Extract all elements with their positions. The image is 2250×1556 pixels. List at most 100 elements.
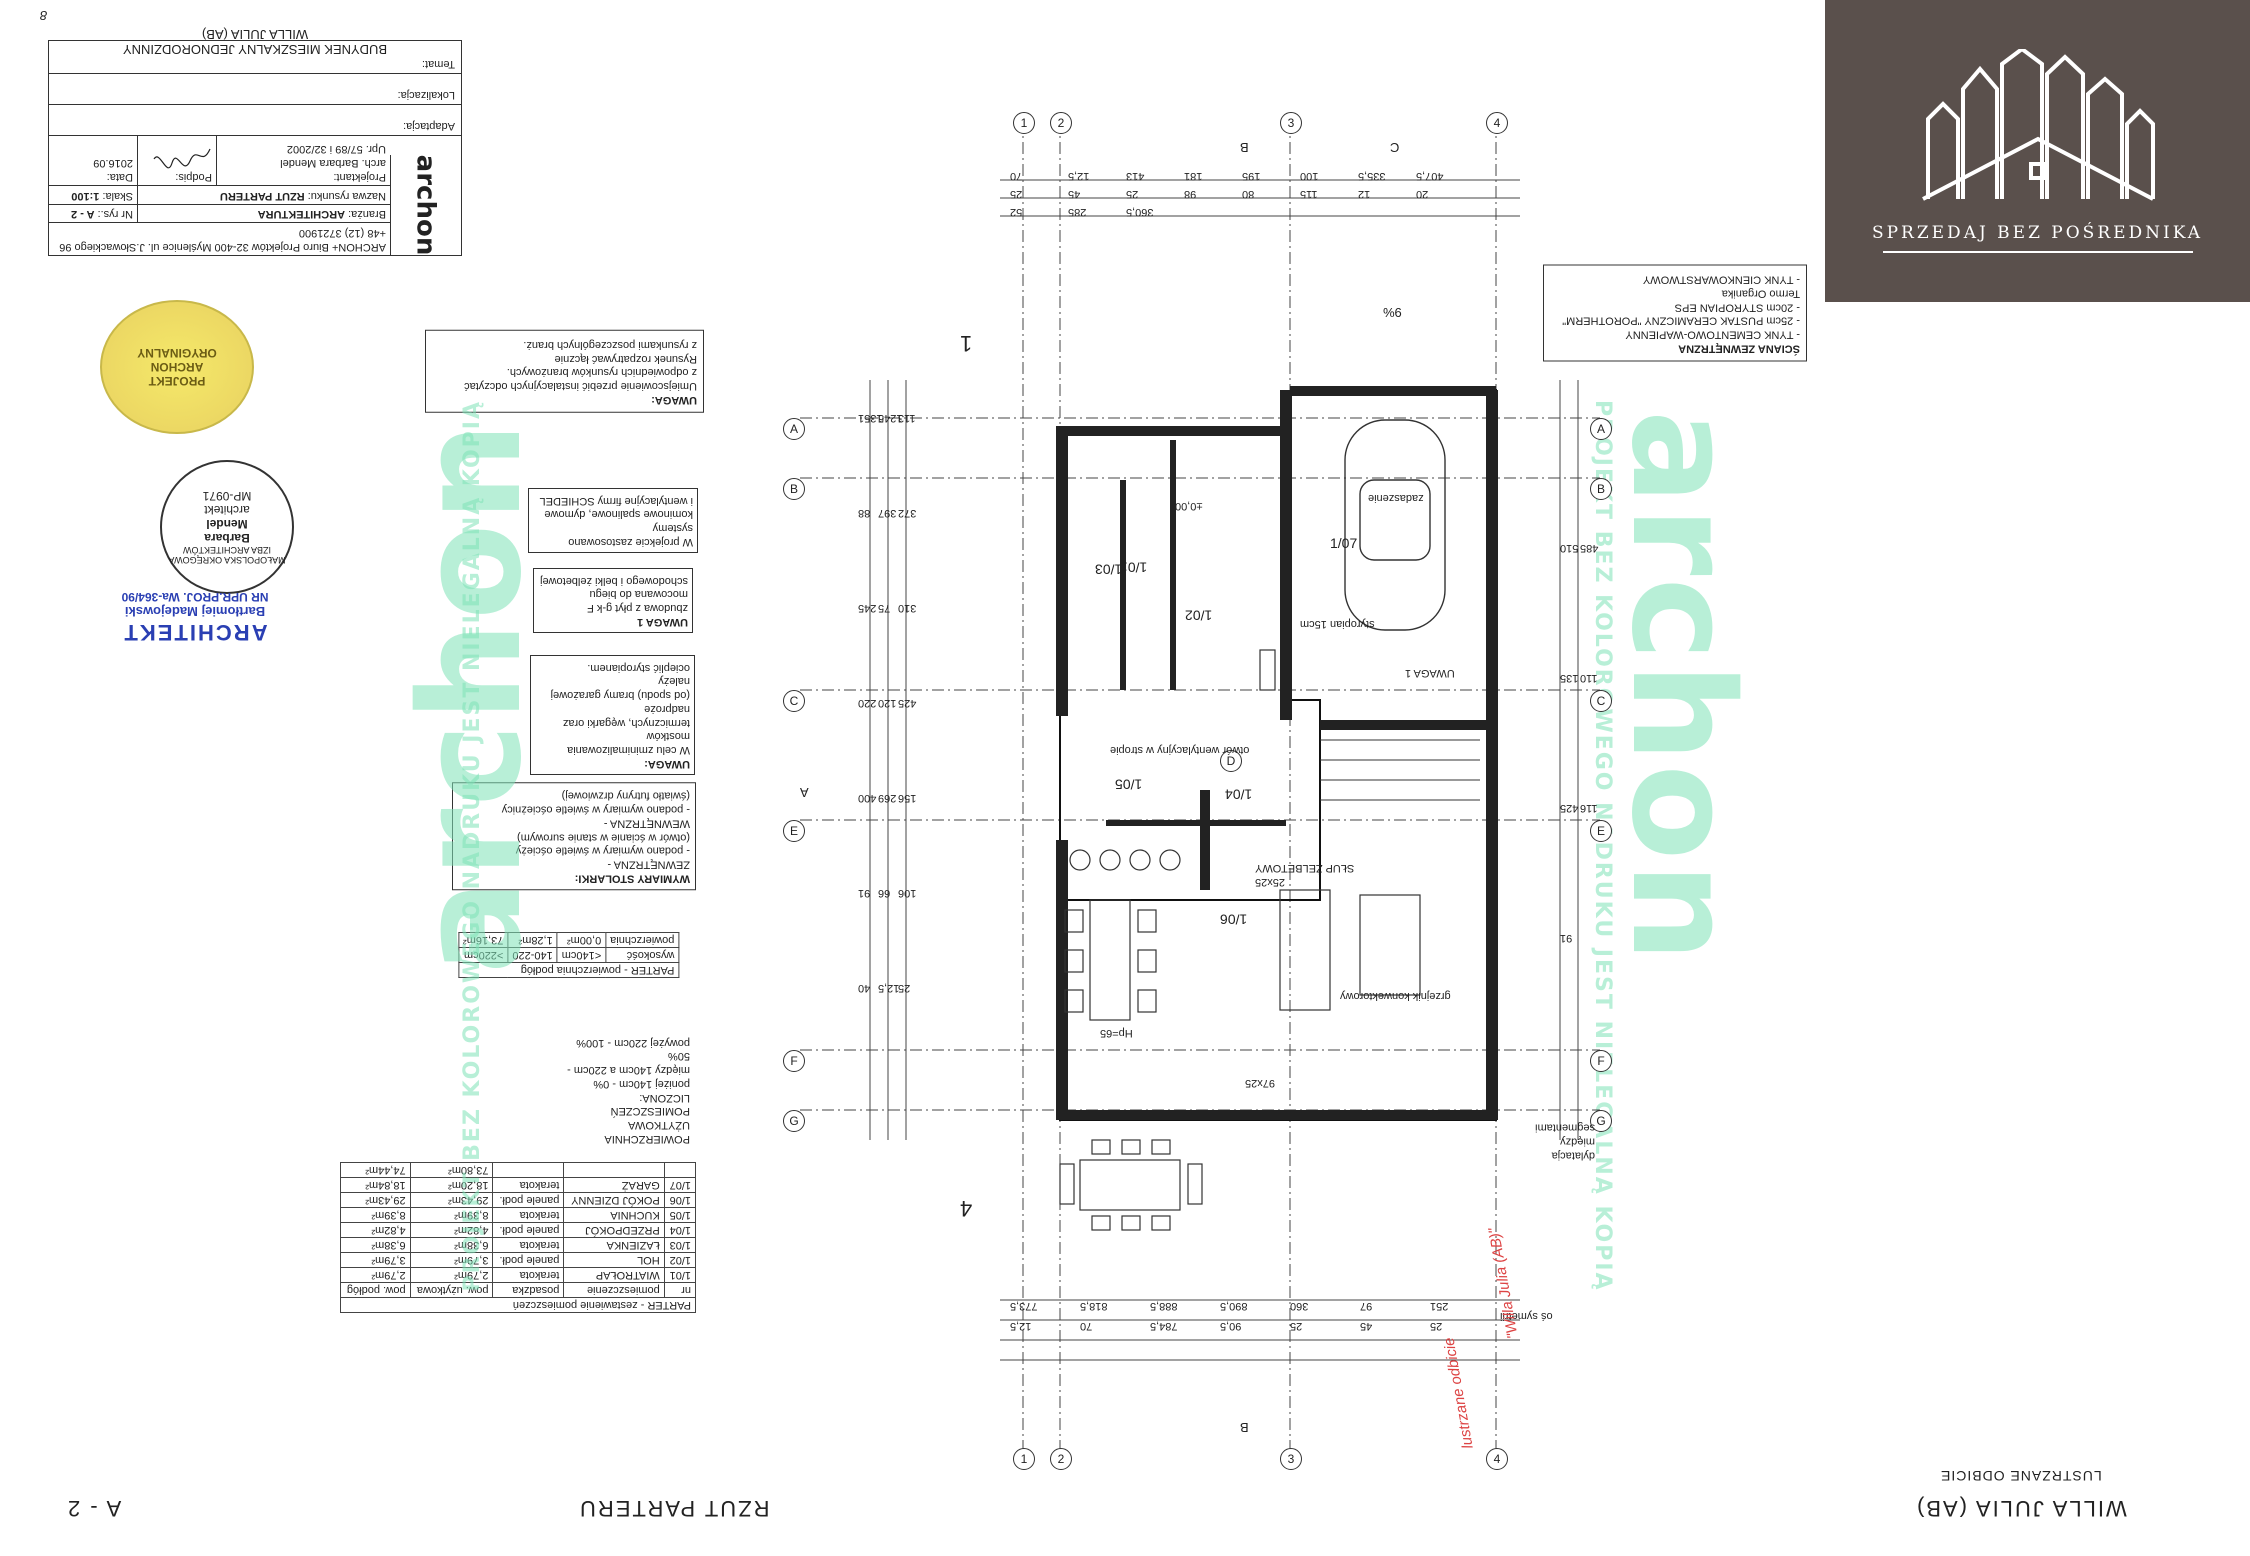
watermark-word-right: archon [1600, 410, 1763, 965]
rooms-table-cell: GARAŻ [563, 1177, 665, 1193]
plan-axis-1: 1 [960, 331, 973, 356]
dimension-label: 220 [858, 696, 877, 709]
dimension-label: 25 [1010, 187, 1023, 200]
dimension-label: 888,5 [1150, 1299, 1178, 1312]
dimension-label: 285 [1068, 205, 1087, 218]
uwaga-mostek-line: termicznych, węgarki oraz nadproże [562, 703, 690, 729]
uzytkowa-note: POWIERZCHNIA UŻYTKOWA POMIESZCZEŃ LICZON… [560, 1035, 690, 1145]
signature-icon [153, 149, 211, 169]
nr-rys-label: Nr rys.: [97, 208, 133, 221]
architect-stamp-name2: Mendel [206, 517, 248, 531]
axis-bubble-right: E [1590, 820, 1612, 842]
nr-rys-value: A - 2 [71, 208, 95, 221]
data-value: 2016.09 [93, 157, 133, 170]
footer-title: RZUT PARTERU [578, 1496, 770, 1521]
axis-bubble-left: E [783, 820, 805, 842]
terrace-table-icon [1059, 1139, 1203, 1231]
axis-bubble-bottom: 1 [1013, 1448, 1035, 1470]
original-stamp: PROJEKT ARCHON ORYGINALNY [100, 300, 254, 434]
rooms-table-cell: 3,79m² [340, 1252, 411, 1268]
schiedel-line: i wentylacyjne firmy SCHIEDEL [539, 494, 693, 507]
dimension-label: 360 [1290, 1299, 1309, 1312]
rooms-table-cell: 4,82m² [340, 1222, 411, 1238]
rooms-table-cell: 8,39m² [340, 1207, 411, 1223]
uwaga-mostek-title: UWAGA: [644, 758, 690, 770]
axis-bubble-right: F [1590, 1050, 1612, 1072]
axis-bubble-left: F [783, 1050, 805, 1072]
dimension-label: 372 [898, 506, 917, 519]
dimension-label: 110 [1580, 671, 1598, 684]
dylatacja-label: dylatacja między segmentami [1535, 1121, 1595, 1162]
uwaga-line: z odpowiednich rysunków branżowych. [506, 366, 697, 379]
dimension-label: 25 [1430, 1319, 1443, 1332]
blue-stamp: ARCHITEKT Bartłomiej Madejowski NR UPR.P… [85, 590, 305, 645]
data-label: Data: [106, 171, 133, 183]
dimension-label: 45 [1360, 1319, 1373, 1332]
dimension-label: 90,5 [1220, 1319, 1242, 1332]
dimension-label: 12,5 [1068, 169, 1090, 182]
projektant-upr: Upr. 57/89 i 32/2002 [286, 143, 386, 156]
dimension-label: 397 [878, 506, 897, 519]
rooms-header: pow. podłóg [340, 1282, 411, 1298]
watermark-line-right: PROJEKT BEZ KOLOROWEGO NADRUKU JEST NIEL… [1590, 400, 1615, 1292]
rooms-table-cell: 1/05 [664, 1207, 696, 1223]
axis-bubble-bottom: 2 [1050, 1448, 1072, 1470]
dimension-label: 115 [1300, 187, 1318, 200]
dimension-label: 310 [898, 601, 917, 614]
room-label-104: 1/04 [1225, 786, 1253, 803]
room-label-102: 1/02 [1185, 607, 1213, 624]
rooms-table-cell: terakota [492, 1177, 564, 1193]
architect-stamp-name1: Barbara [204, 531, 250, 545]
lokalizacja-label: Lokalizacja: [397, 89, 455, 102]
footer-sub: LUSTRZANE ODBICIE [1940, 1468, 2102, 1484]
slope-label: 9% [1383, 305, 1402, 320]
axis-bubble-top: 3 [1280, 112, 1302, 134]
styropian-label: styropian 15cm [1300, 617, 1375, 630]
section-b-bottom: B [1240, 1420, 1249, 1435]
dimension-label: 12,5 [1010, 1319, 1032, 1332]
dimension-label: 25 [1290, 1319, 1303, 1332]
rooms-header: pomieszczenie [563, 1282, 665, 1298]
rooms-header: nr [664, 1282, 696, 1298]
schiedel-line: W projekcie zastosowano systemy [568, 522, 693, 548]
grzejnik-label: grzejnik konwektorowy [1340, 989, 1451, 1002]
rooms-table-title: PARTER - zestawienie pomieszczeń [340, 1297, 696, 1313]
dimension-label: 156 [898, 791, 917, 804]
fh-cell: <140cm [557, 947, 606, 963]
rooms-table-cell: 1/07 [664, 1177, 696, 1193]
dimension-label: 485 [1580, 541, 1599, 554]
blue-stamp-name: Bartłomiej Madejowski [124, 604, 266, 619]
floor-plan [800, 120, 1600, 1460]
dimension-label: 425 [1560, 801, 1579, 814]
uwaga1-line: mocowana do biegu [589, 588, 688, 601]
uwaga-mostek-box: UWAGA: W celu zminimalizowania mostków t… [530, 655, 695, 775]
schiedel-line: kominowe spalinowe, dymowe [544, 508, 693, 521]
axis-bubble-left: G [783, 1110, 805, 1132]
dimension-label: 245 [858, 601, 877, 614]
brand-underline [1882, 251, 2193, 253]
rooms-table-cell: 6,38m² [340, 1237, 411, 1253]
dimension-label: 25 [898, 981, 911, 994]
skala-value: 1:100 [71, 189, 100, 202]
rooms-table-cell: 1/06 [664, 1192, 696, 1208]
uzytkowa-title: POWIERZCHNIA UŻYTKOWA [605, 1119, 690, 1145]
brand-badge: SPRZEDAJ BEZ POŚREDNIKA [1825, 0, 2250, 302]
dimension-label: 335,5 [1358, 169, 1386, 182]
rooms-table-cell: POKÓJ DZIENNY [563, 1192, 665, 1208]
room-label-101: 1/01 [1120, 559, 1148, 576]
dimension-label: 91 [1560, 931, 1573, 944]
dimension-label: 407,5 [1416, 169, 1444, 182]
rooms-table-cell: terakota [492, 1207, 564, 1223]
axis-bubble-d: D [1220, 750, 1242, 772]
axis-bubble-right: A [1590, 418, 1612, 440]
dining-table-icon [1064, 649, 1421, 1021]
axis-bubble-right: C [1590, 690, 1612, 712]
rooms-table-cell: PRZEDPOKÓJ [563, 1222, 665, 1238]
uwaga1-line: schodowego i belki żelbetowej [540, 574, 688, 587]
room-label-garage: 1/07 [1330, 535, 1357, 553]
dimension-label: 181 [1184, 169, 1203, 182]
